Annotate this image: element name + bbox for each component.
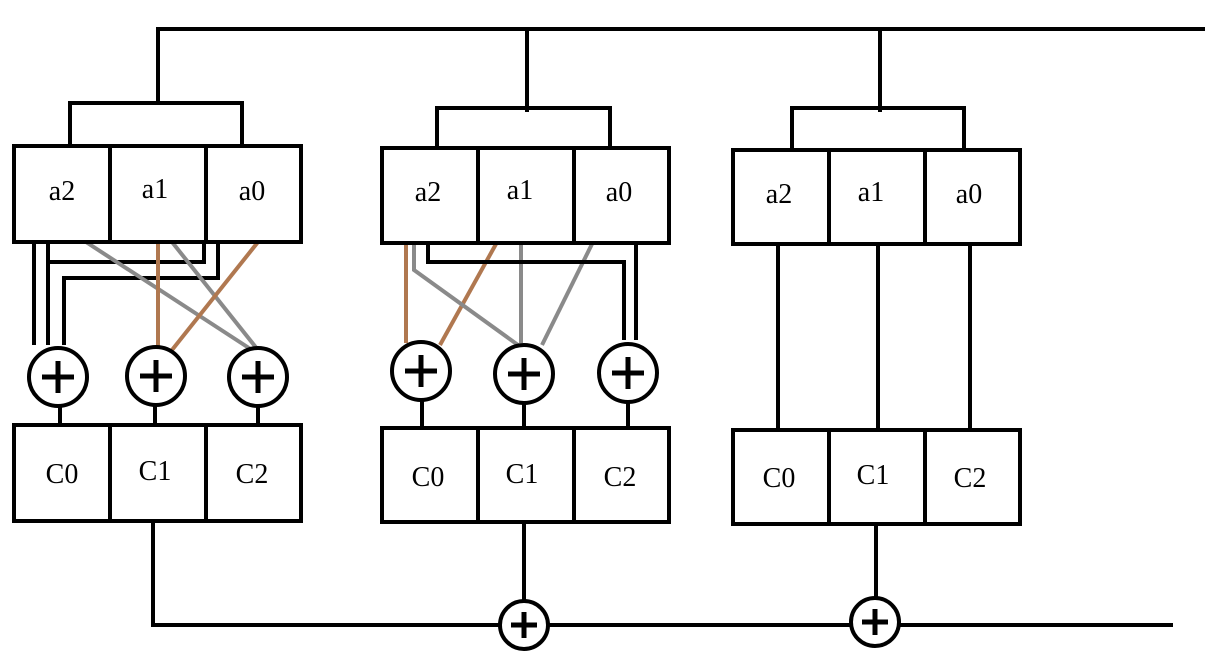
output-register: C0 C1 C2 — [12, 423, 303, 523]
xor-icon — [849, 596, 901, 648]
output-cell-label: C1 — [139, 456, 172, 487]
xor-icon — [390, 340, 452, 402]
block-2: a2 a1 a0 C0 C1 C2 — [380, 146, 671, 524]
input-register: a2 a1 a0 — [12, 144, 303, 244]
xor-icon — [597, 342, 659, 404]
input-cell-label: a1 — [142, 174, 168, 205]
output-cell-label: C0 — [412, 462, 445, 493]
output-cell-label: C2 — [604, 462, 637, 493]
output-cell-label: C1 — [506, 459, 539, 490]
xor-icon — [493, 343, 555, 405]
output-cell-label: C0 — [46, 459, 79, 490]
input-cell-label: a0 — [606, 177, 632, 208]
input-cell-label: a0 — [239, 176, 265, 207]
block-3: a2 a1 a0 C0 C1 C2 — [731, 148, 1022, 526]
xor-icon — [125, 345, 187, 407]
output-cell-label: C0 — [763, 463, 796, 494]
input-register: a2 a1 a0 — [731, 148, 1022, 246]
output-register: C0 C1 C2 — [731, 428, 1022, 526]
input-register: a2 a1 a0 — [380, 146, 671, 245]
input-cell-label: a2 — [415, 177, 441, 208]
xor-icon — [227, 346, 289, 408]
block-1: a2 a1 a0 C0 C1 C2 — [12, 144, 303, 523]
input-cell-label: a1 — [858, 177, 884, 208]
bottom-bus — [151, 522, 1173, 627]
xor-icon — [498, 599, 550, 651]
output-cell-label: C1 — [857, 460, 890, 491]
top-bus — [68, 27, 1205, 150]
input-cell-label: a2 — [766, 179, 792, 210]
input-cell-label: a0 — [956, 179, 982, 210]
output-register: C0 C1 C2 — [380, 426, 671, 524]
input-cell-label: a1 — [507, 175, 533, 206]
input-cell-label: a2 — [49, 176, 75, 207]
output-cell-label: C2 — [954, 463, 987, 494]
xor-icon — [27, 346, 89, 408]
output-cell-label: C2 — [236, 459, 269, 490]
